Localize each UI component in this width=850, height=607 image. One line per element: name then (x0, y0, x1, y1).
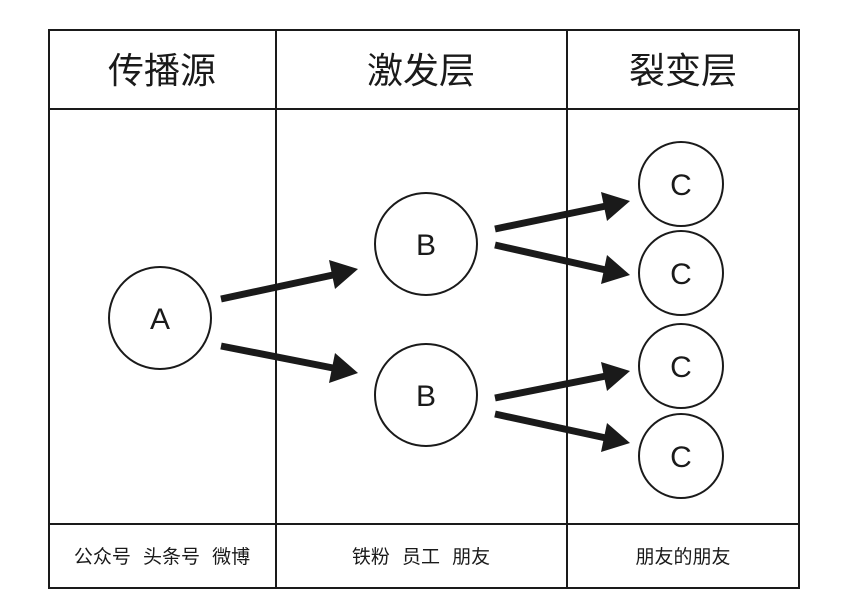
node-b-lower-label: B (416, 380, 436, 413)
node-c-3-label: C (670, 351, 692, 384)
table-border (48, 29, 800, 589)
arrow-a-to-b1 (220, 260, 358, 303)
node-b-upper: B (374, 192, 478, 296)
node-c-2: C (638, 230, 724, 316)
node-a: A (108, 266, 212, 370)
node-c-3: C (638, 323, 724, 409)
node-c-4: C (638, 413, 724, 499)
column-header-activation: 激发层 (367, 51, 475, 92)
arrows (220, 192, 630, 452)
column-footer-source: 公众号 头条号 微博 (74, 546, 250, 568)
arrow-b1-to-c2 (494, 241, 630, 284)
table-grid (48, 29, 800, 589)
arrow-b1-to-c1 (494, 192, 630, 233)
node-a-label: A (150, 303, 170, 336)
arrow-b2-to-c4 (494, 410, 630, 452)
node-b-lower: B (374, 343, 478, 447)
node-c-4-label: C (670, 441, 692, 474)
arrow-b2-to-c3 (494, 362, 630, 402)
node-c-1: C (638, 141, 724, 227)
column-header-fission: 裂变层 (629, 51, 737, 92)
column-footer-activation: 铁粉 员工 朋友 (352, 546, 490, 568)
column-footer-fission: 朋友的朋友 (635, 546, 730, 568)
node-c-2-label: C (670, 258, 692, 291)
node-b-upper-label: B (416, 229, 436, 262)
column-header-source: 传播源 (108, 51, 216, 92)
node-c-1-label: C (670, 169, 692, 202)
arrow-a-to-b2 (220, 342, 358, 383)
